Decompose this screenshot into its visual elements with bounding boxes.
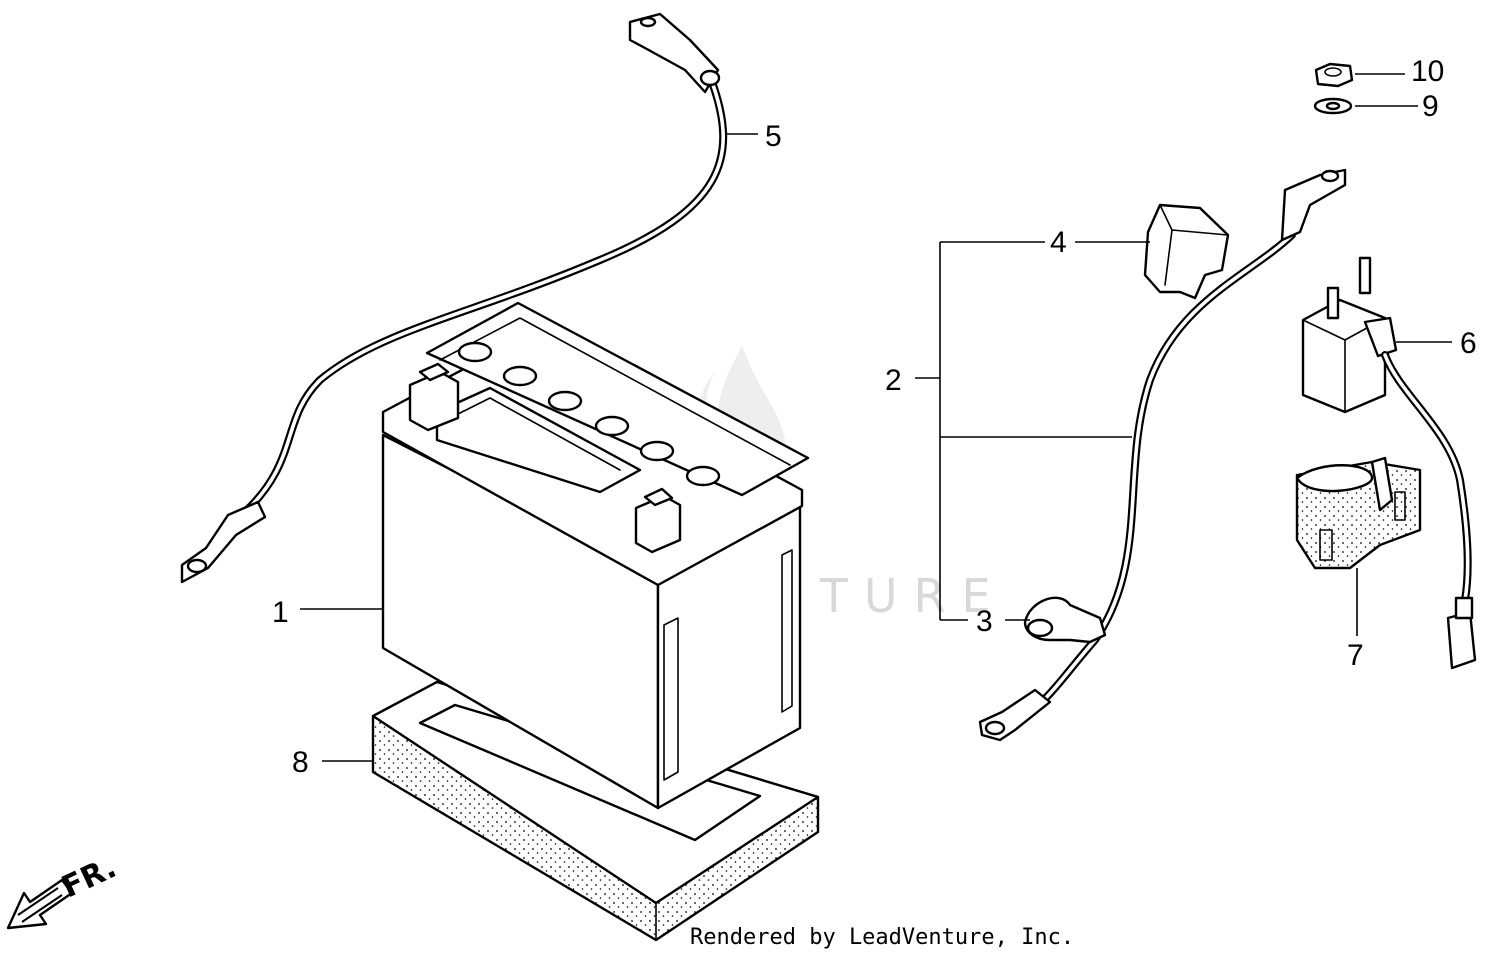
battery-terminal-left	[408, 362, 460, 432]
terminal-cover-small[interactable]	[1023, 596, 1107, 644]
relay-holder[interactable]	[1295, 456, 1422, 570]
callout-4: 4	[1050, 226, 1067, 259]
battery[interactable]	[381, 301, 810, 810]
callout-9: 9	[1422, 90, 1439, 123]
positive-cable[interactable]	[978, 168, 1347, 742]
callout-2: 2	[885, 364, 902, 397]
callout-5: 5	[765, 120, 782, 153]
direction-indicator: FR.	[6, 850, 122, 930]
terminal-cover-large[interactable]	[1143, 203, 1230, 300]
callout-6: 6	[1460, 327, 1477, 360]
callout-1: 1	[272, 596, 289, 629]
ground-cable[interactable]	[180, 12, 728, 584]
nut[interactable]	[1314, 62, 1354, 88]
callout-7: 7	[1347, 639, 1364, 672]
washer[interactable]	[1313, 97, 1353, 115]
callout-labels: 1 2 3 4 5 6 7 8 9 10	[272, 55, 1477, 779]
leader-lines	[300, 73, 1452, 762]
callout-10: 10	[1411, 55, 1444, 88]
cell-caps	[457, 341, 721, 487]
starter-relay[interactable]	[1301, 256, 1477, 670]
callout-3: 3	[976, 605, 993, 638]
battery-tray-pad[interactable]	[371, 680, 820, 942]
credit-text: Rendered by LeadVenture, Inc.	[690, 925, 1074, 950]
direction-arrow-icon	[6, 878, 74, 930]
battery-terminal-right	[634, 487, 682, 554]
callout-8: 8	[292, 746, 309, 779]
